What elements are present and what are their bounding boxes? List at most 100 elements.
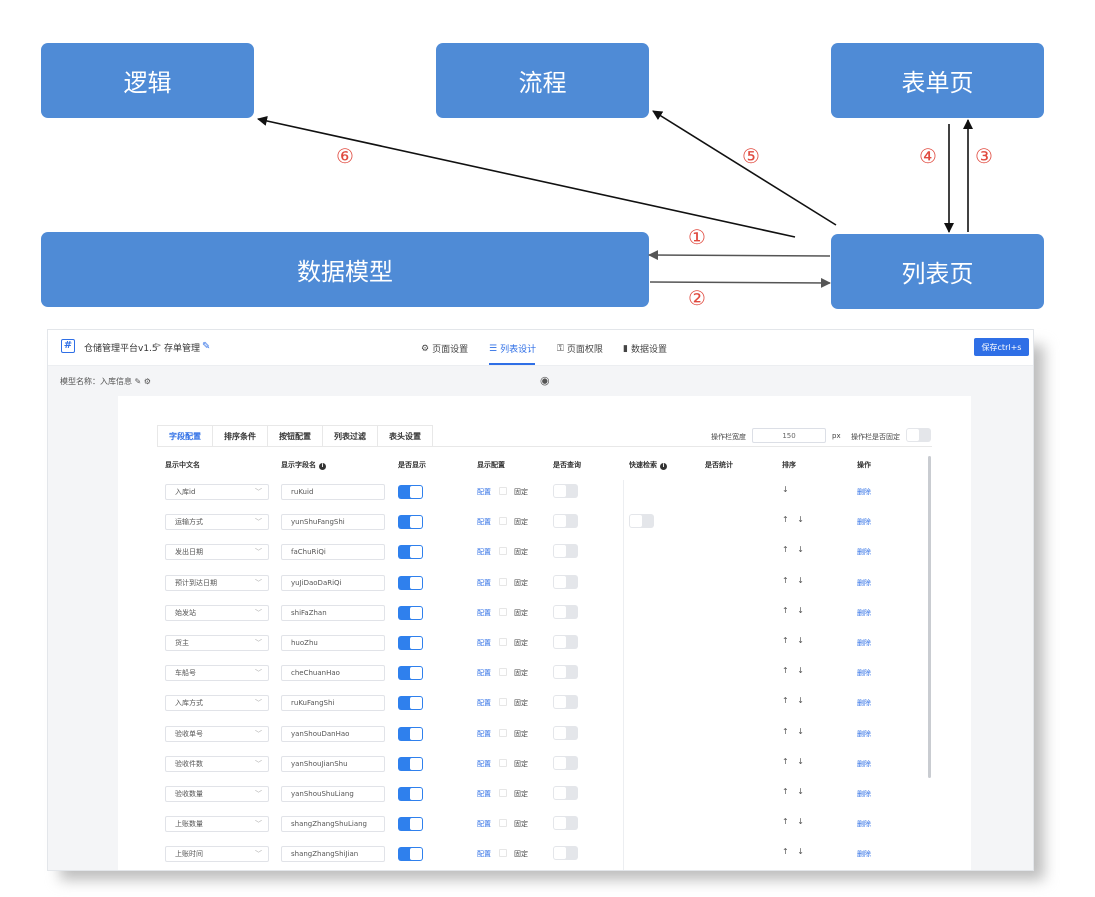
fixed-checkbox[interactable] — [499, 638, 507, 646]
sort-arrows[interactable]: ↑ ↓ — [782, 787, 807, 796]
tab-page-settings[interactable]: ⚙页面设置 — [421, 342, 468, 356]
config-link[interactable]: 配置 — [477, 850, 491, 859]
sort-arrows[interactable]: ↓ — [782, 485, 792, 494]
config-link[interactable]: 配置 — [477, 759, 491, 768]
field-name-input[interactable]: shangZhangShuLiang — [281, 816, 385, 833]
field-name-input[interactable]: cheChuanHao — [281, 665, 385, 682]
field-name-input[interactable]: ruKuFangShi — [281, 695, 385, 712]
save-button[interactable]: 保存ctrl+s — [974, 338, 1029, 356]
fixed-checkbox[interactable] — [499, 849, 507, 858]
delete-link[interactable]: 删除 — [857, 790, 871, 798]
field-name-input[interactable]: yuJiDaoDaRiQi — [281, 574, 385, 591]
config-link[interactable]: 配置 — [477, 488, 491, 496]
field-name-input[interactable]: huoZhu — [281, 635, 385, 651]
sort-arrows[interactable]: ↑ ↓ — [782, 847, 807, 857]
delete-link[interactable]: 删除 — [857, 850, 871, 859]
field-name-input[interactable]: shiFaZhan — [281, 604, 385, 621]
tab-page-permission[interactable]: ⚿页面权限 — [557, 342, 603, 356]
tab-list-design[interactable]: ☰列表设计 — [489, 342, 536, 356]
fixed-checkbox[interactable] — [499, 819, 507, 828]
delete-link[interactable]: 删除 — [857, 639, 871, 647]
sort-arrows[interactable]: ↑ ↓ — [782, 545, 807, 555]
op-width-input[interactable]: 150 — [752, 428, 826, 443]
config-link[interactable]: 配置 — [477, 639, 491, 647]
delete-link[interactable]: 删除 — [857, 820, 871, 829]
sort-arrows[interactable]: ↑ ↓ — [782, 636, 807, 645]
fixed-checkbox[interactable] — [499, 668, 507, 677]
visible-switch[interactable] — [398, 787, 423, 801]
sort-arrows[interactable]: ↑ ↓ — [782, 817, 807, 827]
field-name-input[interactable]: yanShouShuLiang — [281, 786, 385, 802]
config-link[interactable]: 配置 — [477, 578, 491, 587]
config-link[interactable]: 配置 — [477, 548, 491, 557]
visible-switch[interactable] — [398, 515, 423, 530]
query-switch[interactable] — [553, 665, 578, 680]
sort-arrows[interactable]: ↑ ↓ — [782, 666, 807, 676]
query-switch[interactable] — [553, 846, 578, 861]
delete-link[interactable]: 删除 — [857, 729, 871, 738]
info-icon[interactable]: i — [319, 463, 326, 470]
fixed-checkbox[interactable] — [499, 789, 507, 797]
visible-switch[interactable] — [398, 666, 423, 681]
fixed-checkbox[interactable] — [499, 698, 507, 707]
quick-search-switch[interactable] — [629, 514, 654, 529]
query-switch[interactable] — [553, 514, 578, 529]
cn-name-select[interactable]: 上账数量﹀ — [165, 816, 269, 833]
op-fixed-switch[interactable] — [906, 428, 931, 442]
visible-switch[interactable] — [398, 696, 423, 711]
field-name-input[interactable]: yanShouJianShu — [281, 755, 385, 772]
sort-arrows[interactable]: ↑ ↓ — [782, 726, 807, 736]
visible-switch[interactable] — [398, 817, 423, 832]
cn-name-select[interactable]: 验收单号﹀ — [165, 725, 269, 742]
query-switch[interactable] — [553, 755, 578, 770]
delete-link[interactable]: 删除 — [857, 578, 871, 587]
cn-name-select[interactable]: 入库方式﹀ — [165, 695, 269, 712]
visible-switch[interactable] — [398, 545, 423, 560]
field-name-input[interactable]: yunShuFangShi — [281, 514, 385, 531]
visible-switch[interactable] — [398, 726, 423, 741]
field-name-input[interactable]: ruKuid — [281, 484, 385, 500]
visible-switch[interactable] — [398, 756, 423, 771]
tab-field-config[interactable]: 字段配置 — [157, 425, 213, 447]
cn-name-select[interactable]: 预计到达日期﹀ — [165, 574, 269, 591]
sort-arrows[interactable]: ↑ ↓ — [782, 515, 807, 525]
field-name-input[interactable]: shangZhangShiJian — [281, 846, 385, 863]
cn-name-select[interactable]: 车船号﹀ — [165, 665, 269, 682]
delete-link[interactable]: 删除 — [857, 669, 871, 678]
delete-link[interactable]: 删除 — [857, 518, 871, 527]
config-link[interactable]: 配置 — [477, 699, 491, 708]
delete-link[interactable]: 删除 — [857, 699, 871, 708]
config-link[interactable]: 配置 — [477, 790, 491, 798]
cn-name-select[interactable]: 运输方式﹀ — [165, 514, 269, 531]
field-name-input[interactable]: yanShouDanHao — [281, 725, 385, 742]
fixed-checkbox[interactable] — [499, 758, 507, 767]
delete-link[interactable]: 删除 — [857, 488, 871, 496]
tab-button-config[interactable]: 按钮配置 — [268, 425, 323, 447]
sort-arrows[interactable]: ↑ ↓ — [782, 756, 807, 766]
table-scrollbar[interactable] — [928, 456, 931, 778]
breadcrumb-platform[interactable]: 仓储管理平台v1.5 — [84, 344, 158, 354]
query-switch[interactable] — [553, 484, 578, 498]
fixed-checkbox[interactable] — [499, 607, 507, 616]
config-link[interactable]: 配置 — [477, 820, 491, 829]
query-switch[interactable] — [553, 604, 578, 619]
query-switch[interactable] — [553, 635, 578, 649]
edit-pencil-icon[interactable]: ✎ — [202, 341, 211, 352]
delete-link[interactable]: 删除 — [857, 608, 871, 617]
visible-switch[interactable] — [398, 575, 423, 590]
fixed-checkbox[interactable] — [499, 728, 507, 737]
delete-link[interactable]: 删除 — [857, 548, 871, 557]
cn-name-select[interactable]: 验收数量﹀ — [165, 786, 269, 802]
query-switch[interactable] — [553, 725, 578, 740]
visible-switch[interactable] — [398, 847, 423, 862]
sort-arrows[interactable]: ↑ ↓ — [782, 605, 807, 615]
visible-switch[interactable] — [398, 605, 423, 620]
cn-name-select[interactable]: 货主﹀ — [165, 635, 269, 651]
query-switch[interactable] — [553, 544, 578, 559]
query-switch[interactable] — [553, 816, 578, 831]
tab-sort-conditions[interactable]: 排序条件 — [213, 425, 268, 447]
field-name-input[interactable]: faChuRiQi — [281, 544, 385, 561]
config-link[interactable]: 配置 — [477, 518, 491, 527]
cn-name-select[interactable]: 发出日期﹀ — [165, 544, 269, 561]
config-link[interactable]: 配置 — [477, 669, 491, 678]
